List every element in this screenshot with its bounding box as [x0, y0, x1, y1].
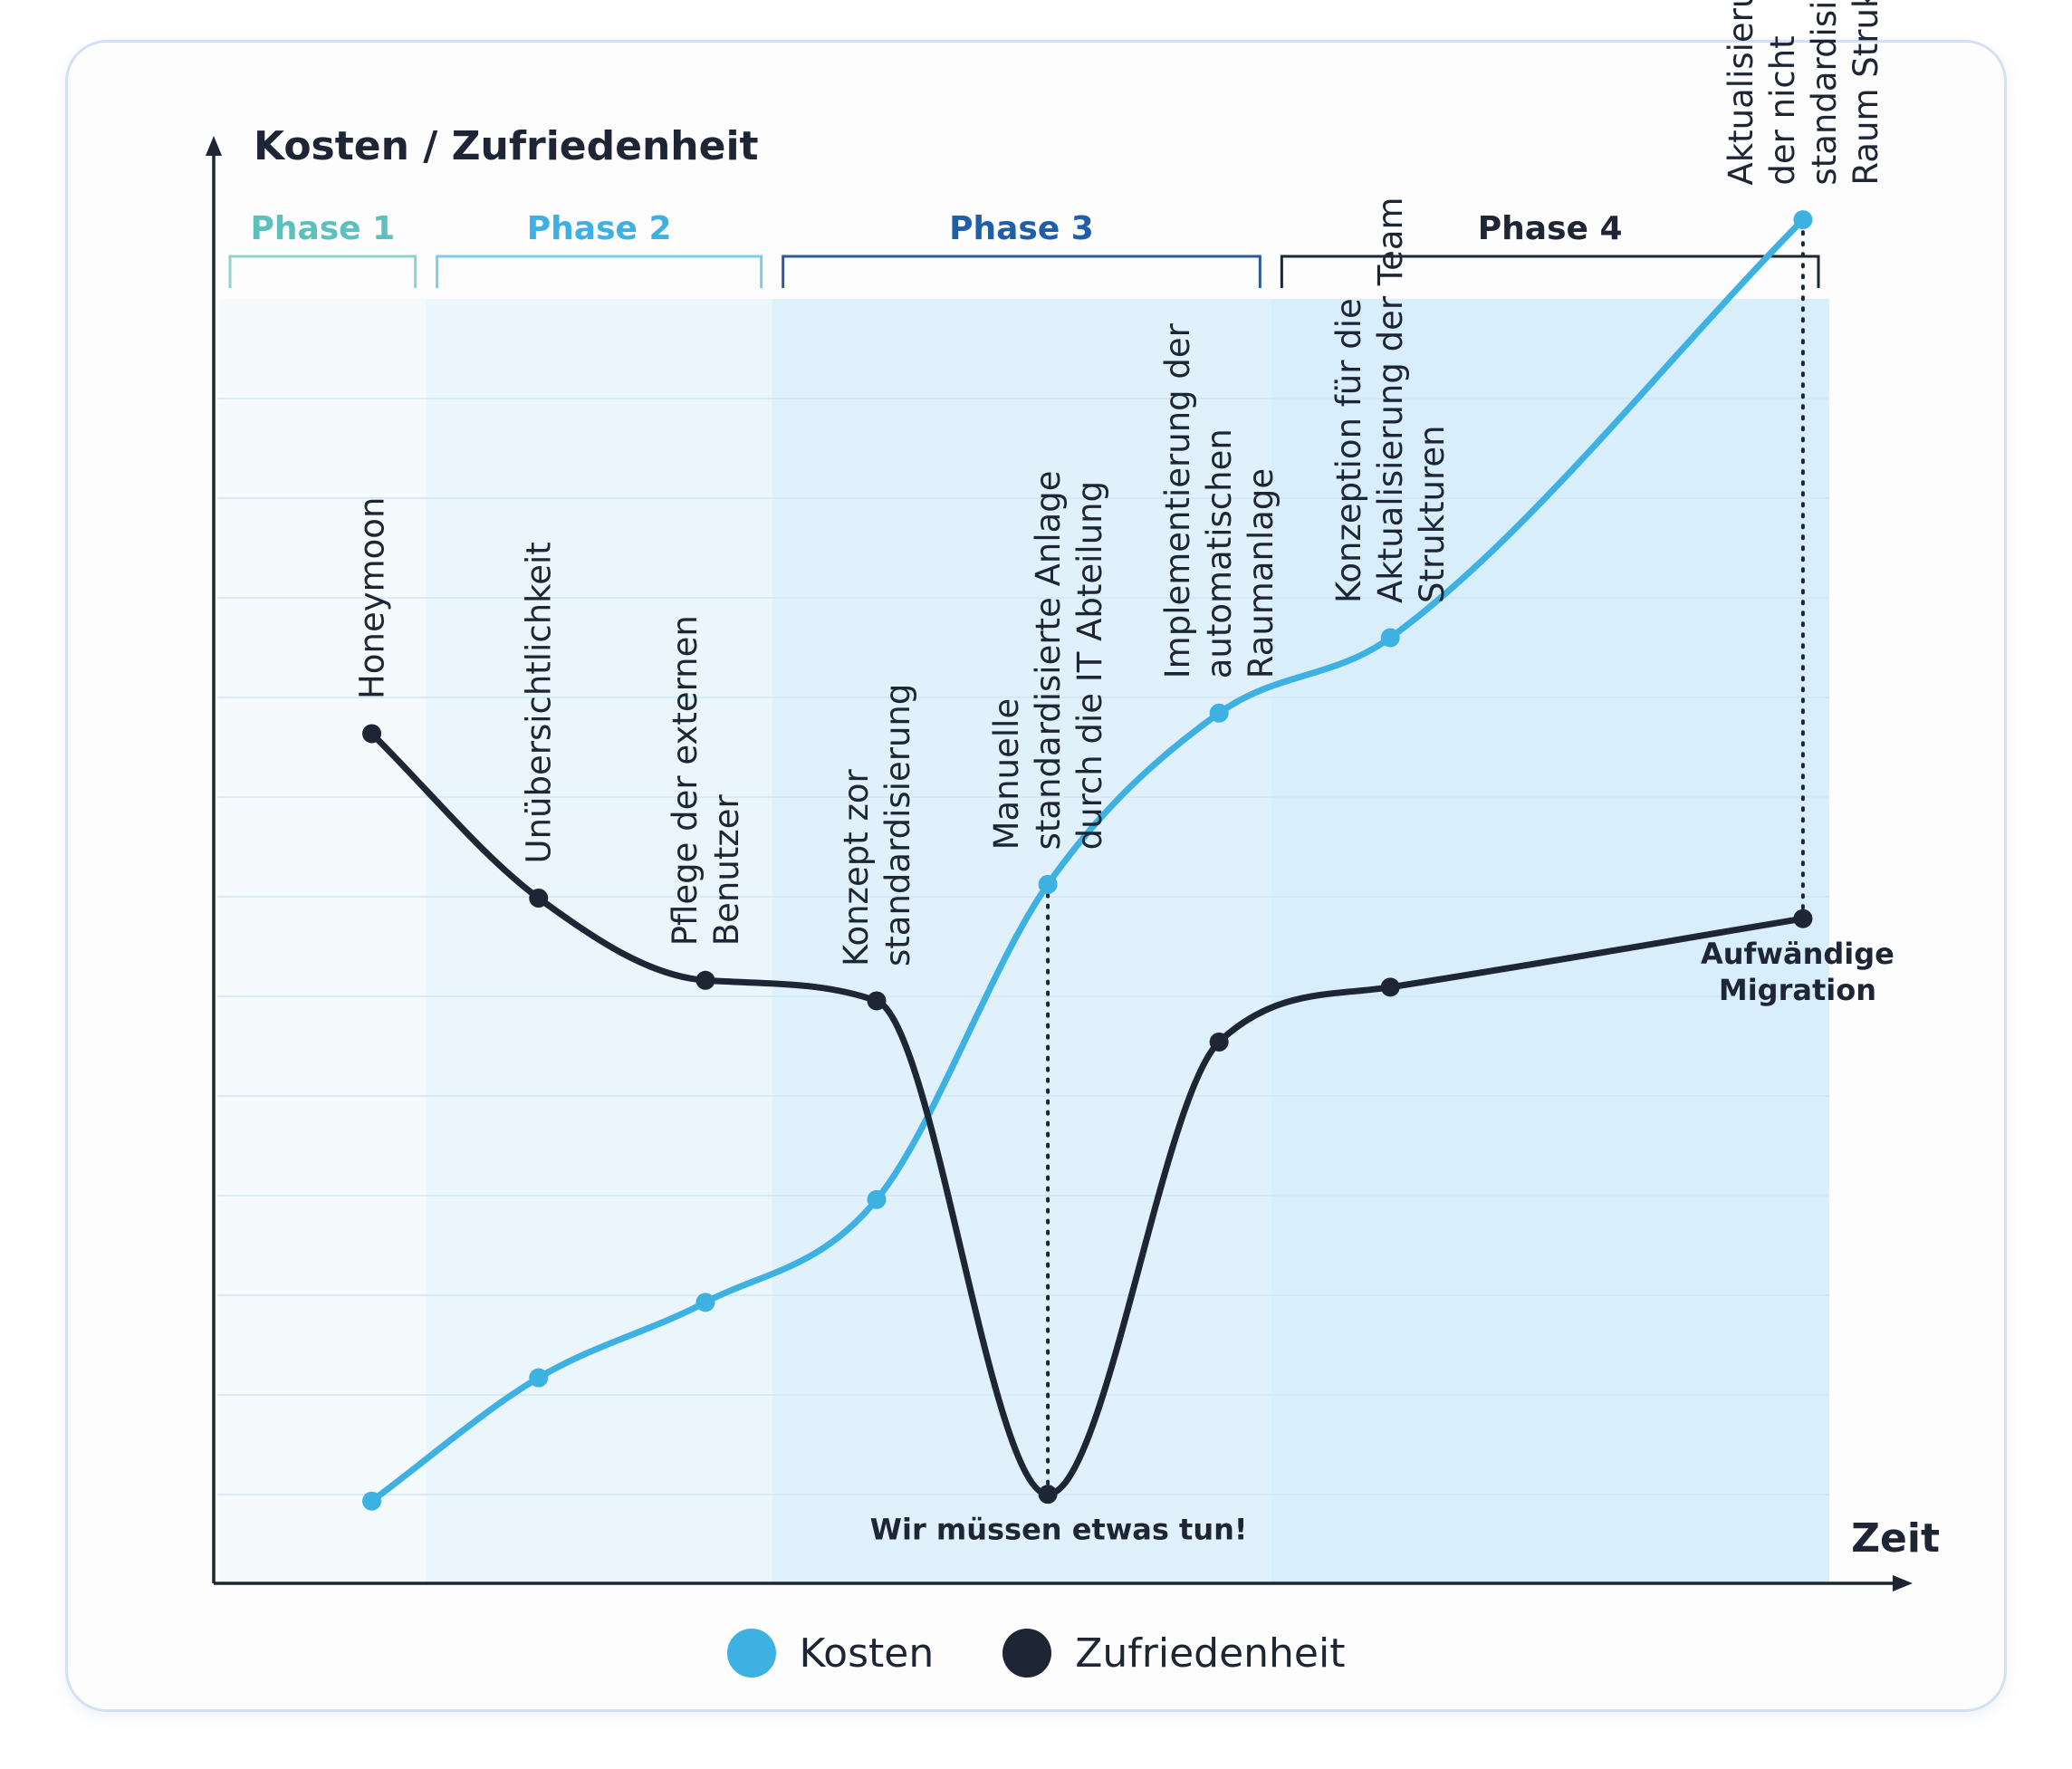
- annotation-label: Manuellestandardisierte Anlagedurch die …: [987, 470, 1109, 850]
- data-point-kosten: [1209, 703, 1229, 723]
- annotation-label: Honeymoon: [353, 497, 392, 699]
- svg-text:Implementierung derautomatisch: Implementierung derautomatischenRaumanla…: [1158, 322, 1281, 678]
- phase-label-2: Phase 2: [527, 210, 672, 247]
- legend-item-kosten: Kosten: [726, 1629, 935, 1678]
- data-point-kosten: [362, 1491, 382, 1511]
- data-point-kosten: [867, 1189, 887, 1209]
- phase-bracket-2: [436, 255, 763, 288]
- annotation-label: Pflege der externenBenutzer: [666, 615, 746, 946]
- annotation-label: Unübersichtlichkeit: [520, 542, 559, 863]
- phase-bracket-1: [228, 255, 417, 288]
- phase-band-3: [772, 299, 1271, 1583]
- x-axis-arrow: [1893, 1575, 1913, 1591]
- data-point-kosten: [1793, 210, 1813, 230]
- data-point-kosten: [1038, 874, 1058, 894]
- data-point-zufriedenheit: [1793, 909, 1813, 928]
- data-point-kosten: [695, 1293, 715, 1312]
- phase-bracket-3: [782, 255, 1261, 288]
- annotation-label: Aktualisierungder nichtstandardisiertenR…: [1722, 0, 1885, 186]
- data-point-zufriedenheit: [362, 724, 382, 744]
- legend-label-zufriedenheit: Zufriedenheit: [1075, 1630, 1346, 1677]
- callout-label: Wir müssen etwas tun!: [870, 1513, 1248, 1547]
- svg-text:Honeymoon: Honeymoon: [353, 497, 392, 699]
- legend-swatch-zufriedenheit: [1002, 1629, 1052, 1678]
- annotation-label: Implementierung derautomatischenRaumanla…: [1158, 322, 1281, 678]
- data-point-zufriedenheit: [1038, 1485, 1058, 1505]
- legend-item-zufriedenheit: Zufriedenheit: [1002, 1629, 1345, 1678]
- phase-band-1: [219, 299, 427, 1583]
- data-point-zufriedenheit: [867, 991, 887, 1011]
- x-axis-label: Zeit: [1851, 1515, 1940, 1562]
- data-point-kosten: [1380, 628, 1400, 648]
- legend-label-kosten: Kosten: [799, 1630, 935, 1677]
- svg-text:Aktualisierungder nichtstandar: Aktualisierungder nichtstandardisiertenR…: [1722, 0, 1885, 186]
- y-axis-arrow: [206, 136, 222, 156]
- svg-text:Konzept zorstandardisierung: Konzept zorstandardisierung: [837, 684, 917, 966]
- y-axis-label: Kosten / Zufriedenheit: [254, 123, 759, 169]
- data-point-kosten: [529, 1368, 549, 1388]
- series-line-kosten: [369, 216, 1807, 1505]
- svg-text:Manuellestandardisierte Anlage: Manuellestandardisierte Anlagedurch die …: [987, 470, 1109, 850]
- legend-swatch-kosten: [726, 1629, 776, 1678]
- phase-label-1: Phase 1: [250, 210, 395, 247]
- svg-text:Unübersichtlichkeit: Unübersichtlichkeit: [520, 542, 559, 863]
- data-point-zufriedenheit: [529, 889, 549, 908]
- phase-label-4: Phase 4: [1478, 210, 1623, 247]
- svg-text:Konzeption für dieAktualisieru: Konzeption für dieAktualisierung der Tea…: [1329, 197, 1452, 603]
- data-point-zufriedenheit: [1209, 1032, 1229, 1052]
- phase-band-4: [1271, 299, 1829, 1583]
- phase-bracket-4: [1280, 255, 1820, 288]
- data-point-zufriedenheit: [695, 970, 715, 990]
- legend: Kosten Zufriedenheit: [0, 1621, 2072, 1685]
- svg-text:Pflege der externenBenutzer: Pflege der externenBenutzer: [666, 615, 746, 946]
- phase-label-3: Phase 3: [949, 210, 1094, 247]
- data-point-zufriedenheit: [1380, 977, 1400, 997]
- annotation-label: Konzeption für dieAktualisierung der Tea…: [1329, 197, 1452, 603]
- annotation-label: Konzept zorstandardisierung: [837, 684, 917, 966]
